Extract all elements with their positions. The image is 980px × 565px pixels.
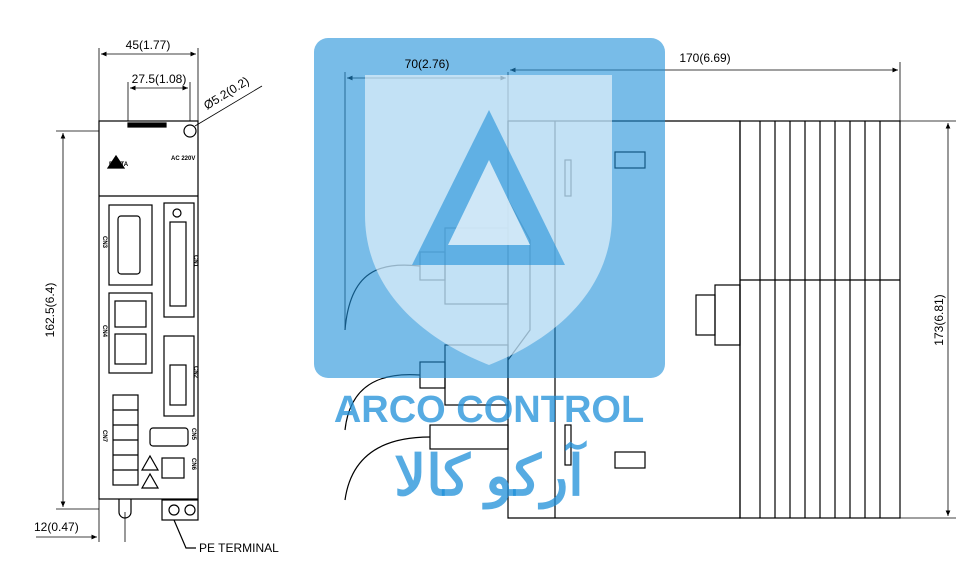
mounting-hole-top <box>183 124 197 138</box>
label-cn7: CN7 <box>101 430 107 443</box>
label-bottom-offset: 12(0.47) <box>34 520 79 534</box>
pe-terminal-block <box>161 499 199 521</box>
cn2-port <box>169 364 187 406</box>
cn3-port <box>117 215 141 275</box>
connector-labels: CN3 CN1 CN4 CN2 CN7 CN5 CN6 DELTA AC 220… <box>101 156 198 471</box>
front-dimensions <box>36 48 263 542</box>
label-hole-diameter: Ø5.2(0.2) <box>201 74 251 113</box>
cn6-usb-port <box>161 457 185 479</box>
pe-screw-1 <box>168 504 180 516</box>
top-vent <box>127 122 167 128</box>
warning-icon-2 <box>140 472 160 489</box>
cn4-connector <box>108 292 153 374</box>
cn2-connector <box>163 335 195 417</box>
warning-icon <box>140 454 160 471</box>
label-pe-terminal: PE TERMINAL <box>199 541 279 555</box>
cn7-cable <box>344 436 431 501</box>
cn1-connector <box>163 202 195 318</box>
hole-leader <box>194 85 263 127</box>
watermark <box>314 38 665 378</box>
cn1-port <box>169 221 187 307</box>
delta-logo-icon <box>106 154 126 169</box>
watermark-persian: آرکو کالا <box>394 440 587 510</box>
front-body-outline <box>98 120 199 500</box>
pe-leader-line <box>173 519 196 549</box>
label-cn5: CN5 <box>190 428 196 441</box>
label-front-width: 45(1.77) <box>126 38 171 52</box>
cn3-connector <box>108 204 153 286</box>
cn1-screw <box>172 208 182 218</box>
label-brand: DELTA <box>109 162 129 168</box>
label-side-height: 173(6.81) <box>932 294 946 345</box>
cn4-port-lower <box>114 333 147 365</box>
side-slot-bottom <box>564 424 572 466</box>
label-cn2: CN2 <box>192 366 198 379</box>
label-cn1: CN1 <box>192 255 198 268</box>
label-cn6: CN6 <box>190 458 196 471</box>
fan-bracket <box>714 284 741 346</box>
label-cn4: CN4 <box>101 325 107 338</box>
side-latch-bottom <box>614 451 646 469</box>
front-view <box>98 120 199 549</box>
watermark-text: ARCO CONTROL آرکو کالا <box>334 389 644 510</box>
cn4-port-upper <box>114 300 147 328</box>
label-side-depth: 170(6.69) <box>679 51 730 65</box>
label-cn3: CN3 <box>101 236 107 249</box>
fan-connector <box>695 294 716 336</box>
label-front-height: 162.5(6.4) <box>43 283 57 338</box>
label-hole-spacing: 27.5(1.08) <box>132 72 187 86</box>
label-rating: AC 220V <box>171 156 195 162</box>
label-side-front: 70(2.76) <box>405 57 450 71</box>
cn5-connector <box>149 427 189 447</box>
pe-screw-2 <box>184 504 196 516</box>
watermark-latin: ARCO CONTROL <box>334 389 644 431</box>
